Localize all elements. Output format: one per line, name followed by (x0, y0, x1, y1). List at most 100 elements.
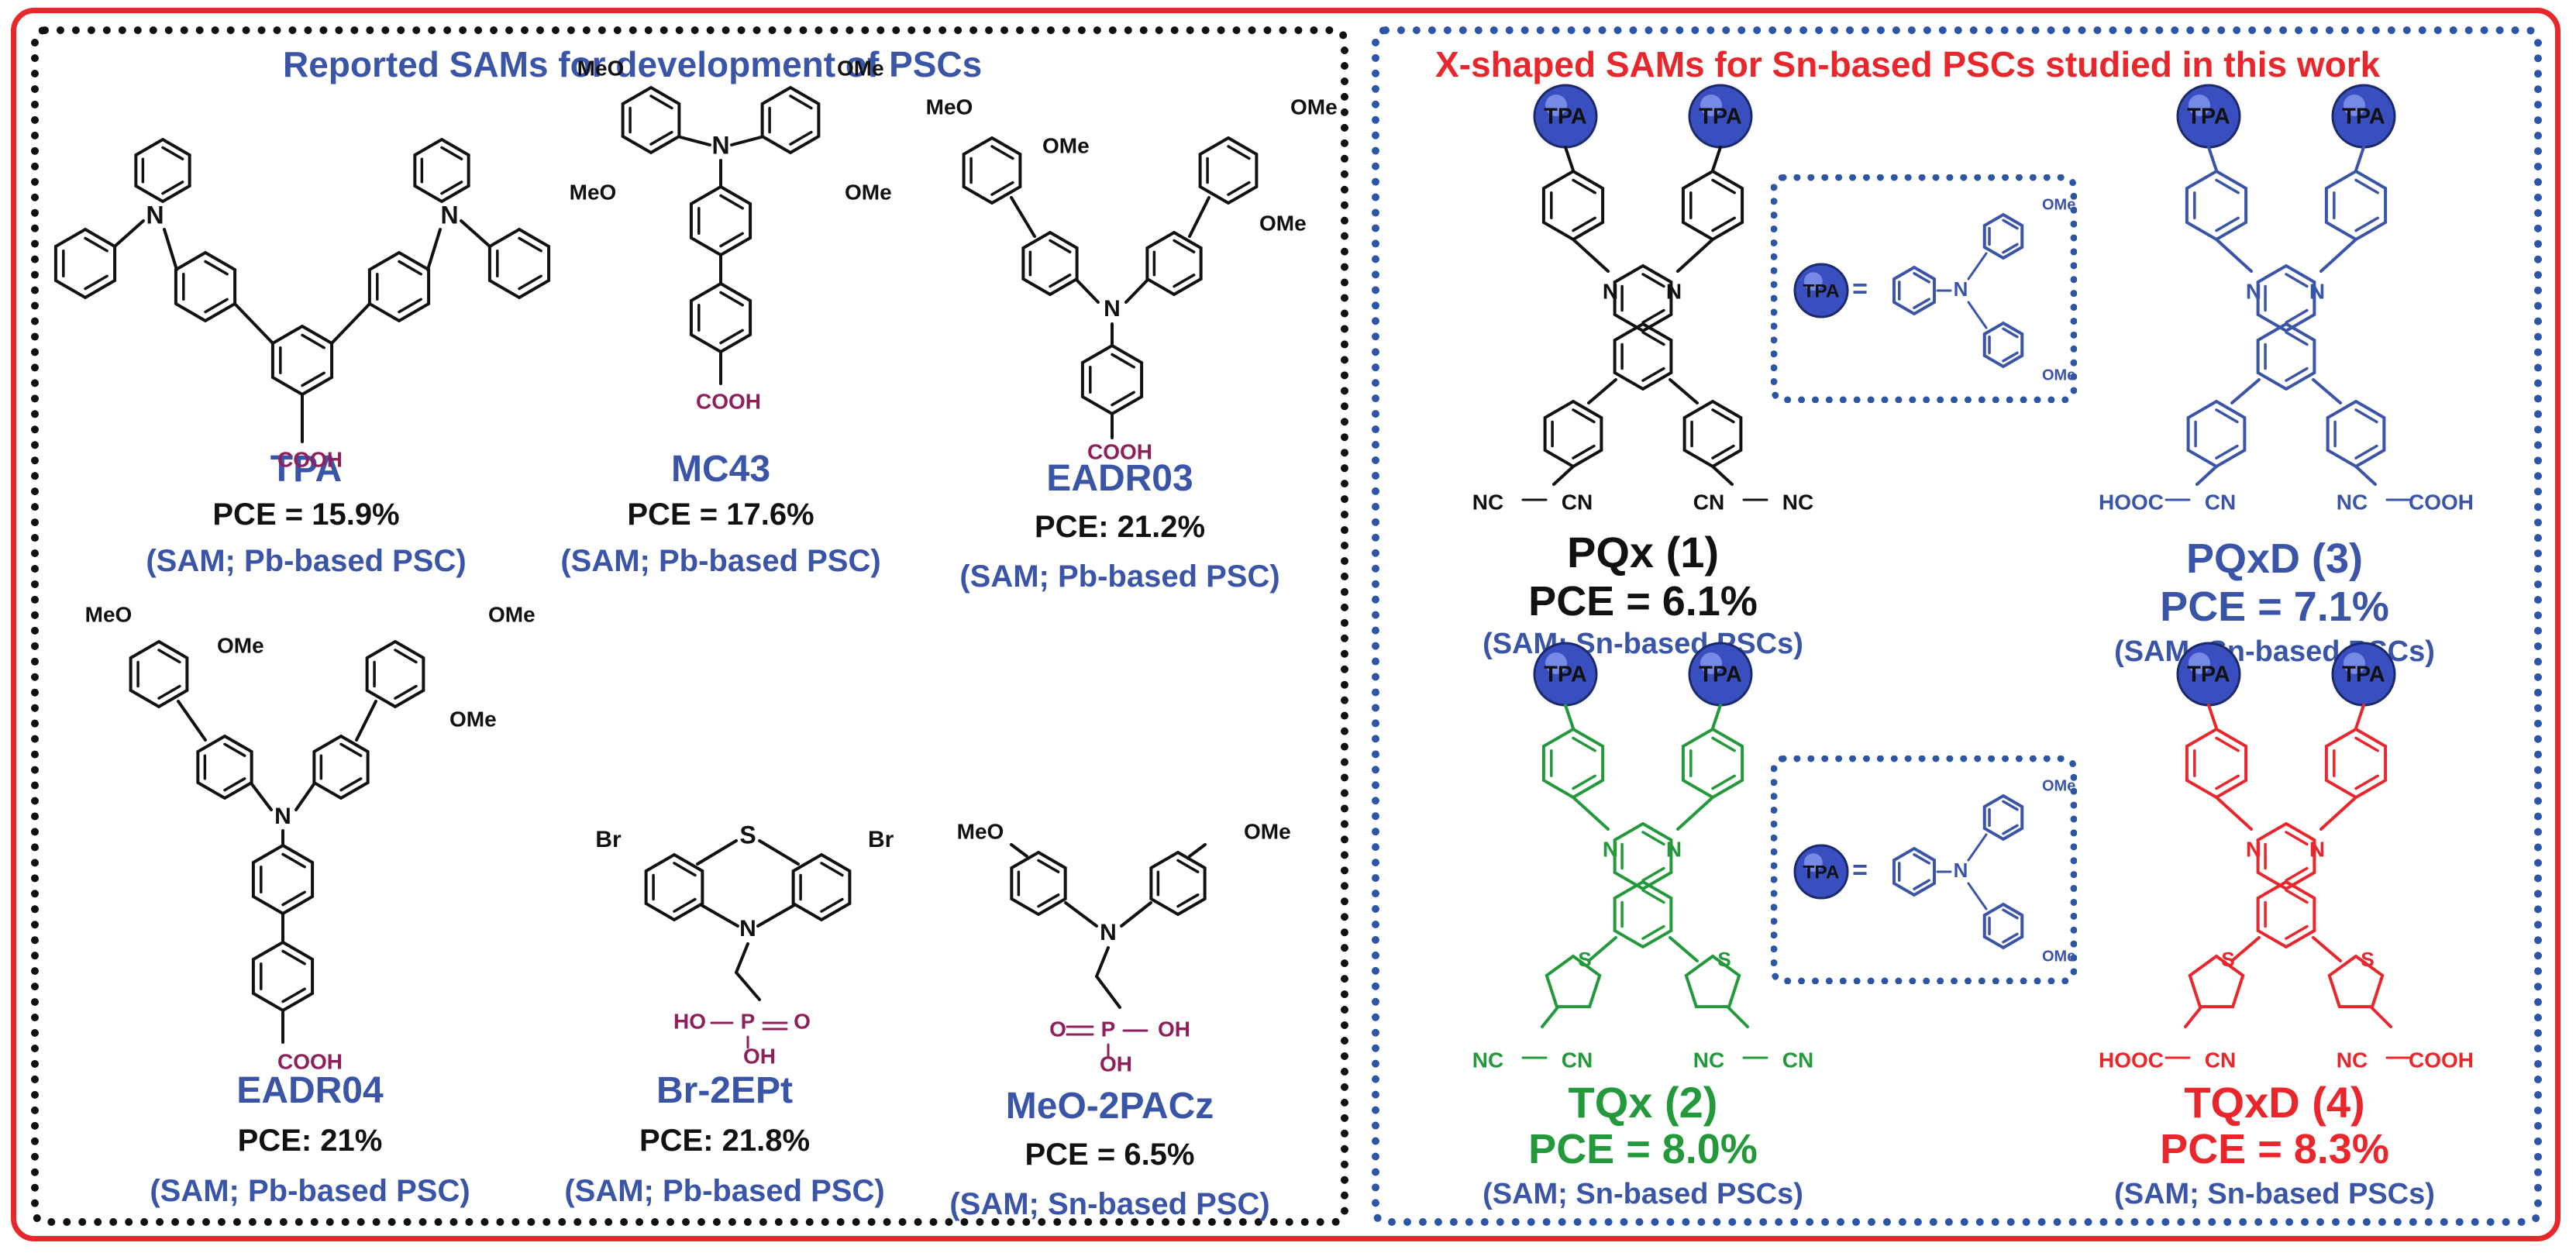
bond (1010, 843, 1028, 858)
bond (1076, 279, 1100, 304)
double-bond (518, 274, 542, 291)
double-bond (2002, 824, 2019, 835)
double-bond (2285, 831, 2309, 846)
double-bond (2002, 908, 2019, 920)
bond (735, 971, 761, 1001)
bond (1541, 1006, 1559, 1028)
double-bond (2002, 351, 2019, 363)
benzene-ring (1982, 212, 2024, 260)
sphere-highlight (1700, 95, 1722, 116)
bond (758, 839, 800, 866)
atom-label: OMe (449, 707, 497, 731)
double-bond (1037, 893, 1060, 908)
double-bond (84, 236, 108, 253)
benzene-ring (312, 734, 370, 800)
end-group-label: NC (1782, 490, 1813, 514)
double-bond (2354, 736, 2379, 752)
bond (250, 783, 273, 811)
double-bond (223, 742, 246, 757)
sphere-label: TPA (1803, 862, 1839, 883)
bond (2312, 936, 2342, 962)
end-group-label: COOH (2409, 490, 2474, 514)
bond (426, 228, 442, 271)
double-bond (281, 852, 306, 869)
atom-label: OMe (2042, 367, 2075, 384)
compound-name-eadr04: EADR04 (236, 1070, 384, 1111)
atom-label: N (1603, 279, 1618, 303)
double-bond (440, 146, 463, 160)
bond (1587, 936, 1617, 962)
acid-group: COOH (696, 389, 761, 413)
double-bond (1173, 239, 1196, 253)
end-group-label: CN (2205, 490, 2236, 514)
atom-label: MeO (570, 180, 617, 204)
double-bond (1711, 444, 1735, 460)
end-group-label: NC (1472, 1048, 1503, 1072)
thiophene-ring (1545, 954, 1602, 1009)
atom-label: N (739, 916, 756, 941)
atom-label: N (1104, 296, 1121, 322)
benzene-ring (1198, 136, 1259, 205)
benzene-ring (1145, 230, 1203, 297)
tag-meo-2pacz: (SAM; Sn-based PSC) (949, 1187, 1270, 1221)
double-bond (1641, 331, 1665, 346)
bond (1669, 378, 1699, 404)
tag-br-2ept: (SAM; Pb-based PSC) (564, 1174, 885, 1208)
double-bond (1641, 273, 1665, 288)
double-bond (1176, 859, 1200, 873)
left-panel-title: Reported SAMs for development of PSCs (283, 44, 983, 84)
benzene-ring (1149, 850, 1207, 917)
double-bond (84, 274, 108, 291)
double-bond (1572, 216, 1596, 232)
double-bond (1176, 893, 1200, 908)
tpa-definition-inset-bottom (1771, 756, 2077, 984)
acid-group: COOH (1087, 439, 1152, 463)
double-bond (719, 329, 744, 345)
atom-label: N (2309, 279, 2325, 303)
double-bond (719, 194, 744, 210)
compound-name-pqxd: PQxD (3) (2185, 535, 2364, 582)
double-bond (204, 260, 229, 276)
atom-label: OMe (1244, 819, 1291, 843)
atom-label: OMe (1290, 95, 1338, 119)
benzene-ring (134, 137, 191, 204)
atom-label: S (2361, 948, 2374, 971)
bond (735, 942, 749, 974)
bond (1095, 975, 1121, 1009)
sphere-label: TPA (1544, 105, 1587, 129)
double-bond (673, 862, 697, 877)
bond (1669, 936, 1699, 962)
double-bond (1913, 272, 1930, 284)
bond (1564, 146, 1575, 172)
bond (294, 783, 315, 811)
atom-label: HO (673, 1009, 706, 1033)
double-bond (789, 130, 813, 146)
atom-label: S (1578, 948, 1591, 971)
sphere-highlight (1803, 853, 1823, 872)
pce-meo-2pacz: PCE = 6.5% (1025, 1138, 1195, 1172)
double-bond (2002, 932, 2019, 944)
bond (2370, 1006, 2392, 1028)
pce-eadr04: PCE: 21% (237, 1124, 383, 1158)
double-bond (1913, 879, 1930, 890)
bond (1967, 301, 1988, 329)
double-bond (2285, 331, 2309, 346)
double-bond (2285, 924, 2309, 940)
double-bond (1572, 408, 1596, 424)
atom-label: P (1101, 1017, 1116, 1041)
end-group-label: NC (2337, 1048, 2368, 1072)
tpa-sphere-right (1688, 642, 1753, 707)
bond (2195, 465, 2218, 486)
bond (1711, 704, 1722, 730)
double-bond (1572, 444, 1596, 460)
double-bond (1711, 408, 1735, 424)
bond (2354, 146, 2365, 172)
double-bond (1111, 353, 1135, 369)
atom-label: MeO (926, 95, 973, 119)
thiophene-ring (2327, 954, 2385, 1009)
sphere-label: TPA (2342, 105, 2385, 129)
